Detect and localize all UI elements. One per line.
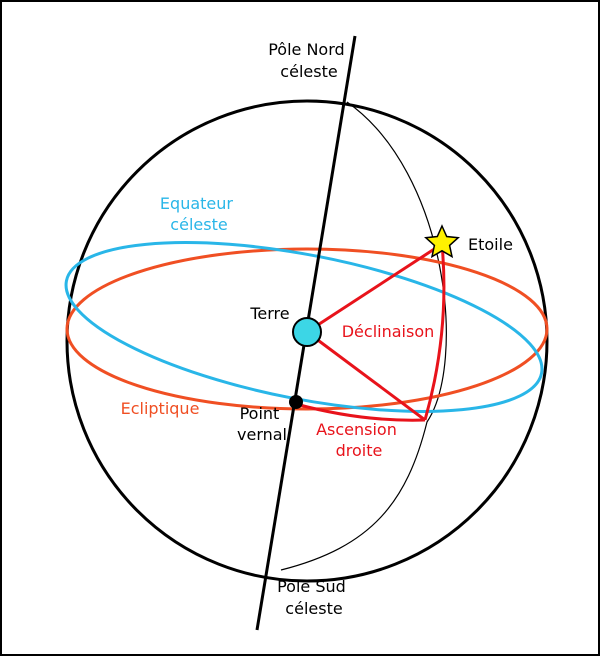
vernal-point-label-line2: vernal: [237, 425, 287, 444]
vernal-point-dot: [289, 395, 303, 409]
star-label: Etoile: [468, 235, 513, 254]
earth-ascension-line: [306, 330, 426, 422]
north-pole-label-line1: Pôle Nord: [268, 40, 344, 59]
ecliptic-label: Ecliptique: [121, 399, 200, 418]
south-pole-label-line1: Pôle Sud: [277, 577, 346, 596]
star-icon: [424, 224, 460, 259]
south-pole-label-line2: céleste: [285, 599, 342, 618]
equator-label-line2: céleste: [170, 215, 227, 234]
earth-star-line: [306, 242, 443, 334]
right-ascension-arc: [295, 402, 426, 422]
celestial-sphere: [65, 99, 549, 583]
right-ascension-label-line1: Ascension: [316, 420, 397, 439]
right-ascension-label-line2: droite: [336, 441, 383, 460]
svg-text:Equateur céleste: Equateur céleste: [160, 194, 238, 234]
declination-arc: [423, 243, 446, 421]
earth-label: Terre: [249, 304, 289, 323]
vernal-point-label-line1: Point: [240, 404, 280, 423]
svg-text:Ascension droite: Ascension droite: [316, 420, 402, 460]
earth-icon: [292, 317, 322, 347]
ecliptic-circle: [65, 247, 549, 411]
svg-text:Pôle Sud céleste: Pôle Sud céleste: [277, 577, 351, 618]
north-pole-label-line2: céleste: [280, 62, 337, 81]
declination-label: Déclinaison: [342, 322, 435, 341]
equator-label-line1: Equateur: [160, 194, 233, 213]
svg-text:Pôle Nord céleste: Pôle Nord céleste: [268, 40, 350, 81]
svg-text:Point vernal: Point vernal: [237, 404, 287, 444]
